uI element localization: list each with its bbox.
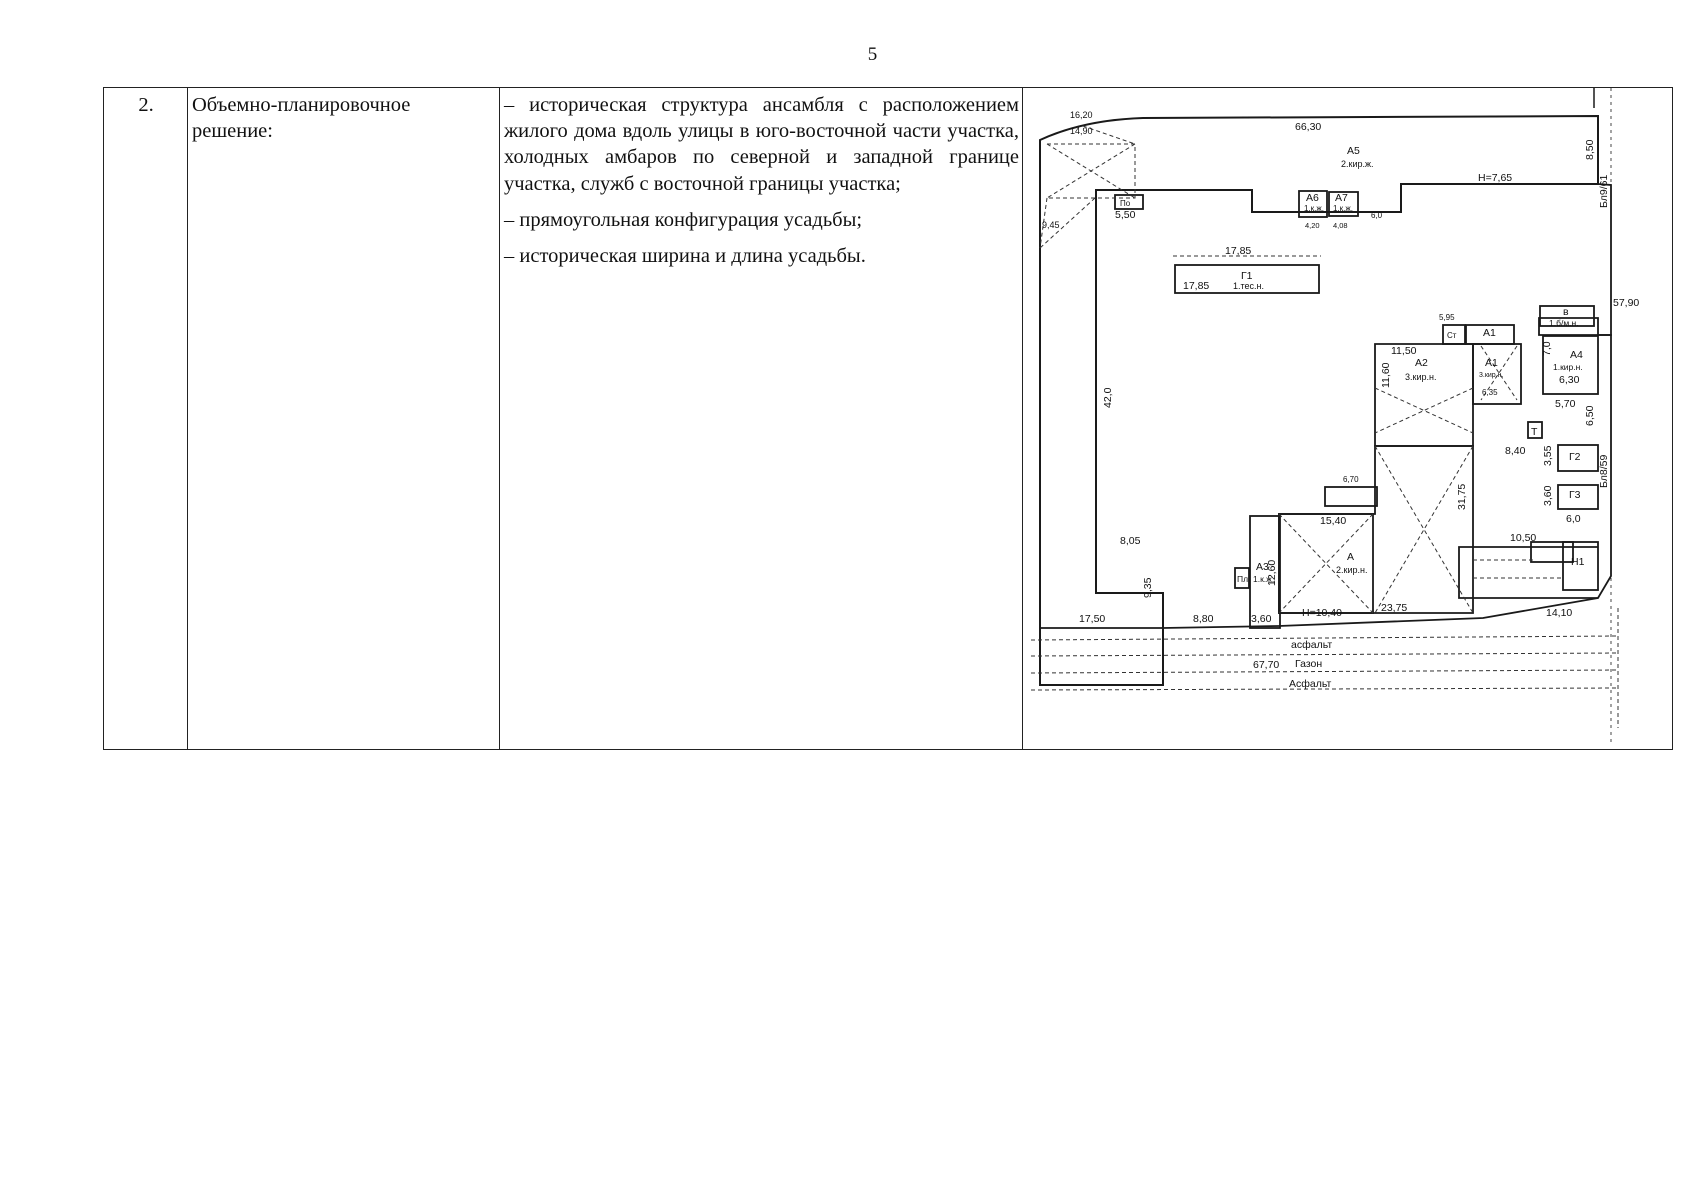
- dimension-label: 67,70: [1253, 659, 1279, 671]
- building-label-a5: А5: [1347, 145, 1360, 157]
- building-label-a: А: [1347, 551, 1354, 563]
- document-table: 2. Объемно-планировочное решение: – исто…: [103, 87, 1673, 750]
- description-cell: – историческая структура ансамбля с расп…: [499, 87, 1023, 750]
- building-type-a2: 3.кир.н.: [1405, 372, 1436, 382]
- dimension-label: 17,85: [1225, 245, 1251, 257]
- building-label-a2: А2: [1415, 357, 1428, 369]
- building-label-t: Т: [1531, 426, 1538, 438]
- dimension-label: 8,05: [1120, 535, 1141, 547]
- dimension-label: 10,50: [1510, 532, 1536, 544]
- dimension-label: 5,50: [1115, 209, 1136, 221]
- dimension-label: Н=10,40: [1302, 607, 1342, 619]
- dimension-label: 3,60: [1542, 485, 1554, 506]
- dimension-label: 9,45: [1042, 220, 1060, 230]
- building-label-a3: А3: [1256, 561, 1269, 573]
- building-label-st: Ст: [1447, 331, 1457, 340]
- dimension-label: 6,35: [1482, 388, 1498, 397]
- building-type-a3: 1.к.ж.: [1253, 574, 1274, 584]
- building-label-a4: А4: [1570, 349, 1583, 361]
- dimension-label: Н=7,65: [1478, 172, 1512, 184]
- building-type-a7: 1.к.ж.: [1333, 204, 1353, 213]
- building-label-n1: Н1: [1571, 556, 1585, 568]
- building-type-a5: 2.кир.ж.: [1341, 159, 1374, 169]
- description-bullet: – историческая структура ансамбля с расп…: [504, 94, 1019, 195]
- building-label-g3: Г3: [1569, 489, 1581, 501]
- dimension-label: 5,70: [1555, 398, 1576, 410]
- building-label-po: По: [1120, 199, 1131, 208]
- building-label-g2: Г2: [1569, 451, 1581, 463]
- dimension-label: 9,35: [1142, 577, 1154, 598]
- dimension-label: 3,55: [1542, 445, 1554, 466]
- dimension-label: 16,20: [1070, 110, 1093, 120]
- site-plan-cell: А5 2.кир.ж. А6 1.к.ж. А7 1.к.ж. По Г1 1.…: [1022, 87, 1673, 750]
- building-label-pl: Пл: [1237, 574, 1248, 584]
- dimension-label: 4,20: [1305, 221, 1320, 230]
- dimension-label: 14,90: [1070, 126, 1093, 136]
- dimension-label: 4,08: [1333, 221, 1348, 230]
- building-type-a1: 3.кир.н.: [1479, 372, 1504, 379]
- description-bullet: – историческая ширина и длина усадьбы.: [504, 245, 866, 268]
- row-number: 2.: [103, 87, 188, 750]
- dimension-label: 6,0: [1566, 513, 1581, 525]
- street-label: Асфальт: [1289, 678, 1332, 690]
- table-row: 2. Объемно-планировочное решение: – исто…: [103, 87, 1673, 750]
- dimension-label: 15,40: [1320, 515, 1346, 527]
- dimension-label: 57,90: [1613, 297, 1639, 309]
- building-label-a1b: А1: [1483, 327, 1496, 339]
- dimension-label: 6,50: [1584, 405, 1596, 426]
- site-plan-drawing: А5 2.кир.ж. А6 1.к.ж. А7 1.к.ж. По Г1 1.…: [1030, 88, 1639, 745]
- street-label: Бл8/59: [1598, 455, 1610, 488]
- dimension-label: 8,50: [1584, 139, 1596, 160]
- section-title: Объемно-планировочное решение:: [187, 87, 500, 750]
- dimension-label: 11,60: [1380, 362, 1392, 388]
- dimension-label: 7,0: [1541, 341, 1553, 356]
- street-label: Газон: [1295, 658, 1322, 670]
- building-type-b: 1.б/м.н.: [1549, 318, 1579, 328]
- building-label-a1: А1: [1485, 357, 1498, 369]
- dimension-label: 14,10: [1546, 607, 1572, 619]
- building-type-a: 2.кир.н.: [1336, 565, 1367, 575]
- dimension-label: 5,95: [1439, 313, 1455, 322]
- dimension-label: 6,70: [1343, 475, 1359, 484]
- dimension-label: 66,30: [1295, 121, 1321, 133]
- dimension-label: 3,60: [1251, 613, 1272, 625]
- building-type-g1: 1.тес.н.: [1233, 281, 1264, 291]
- description-bullet: – прямоугольная конфигурация усадьбы;: [504, 208, 863, 231]
- street-label: асфальт: [1291, 639, 1332, 651]
- building-label-a6: А6: [1306, 192, 1319, 204]
- dimension-label: 17,85: [1183, 280, 1209, 292]
- dimension-label: 11,50: [1391, 345, 1417, 357]
- building-type-a4: 1.кир.н.: [1553, 362, 1583, 372]
- building-type-a6: 1.к.ж.: [1304, 204, 1324, 213]
- building-label-b: в: [1563, 306, 1569, 318]
- building-label-a7: А7: [1335, 192, 1348, 204]
- dimension-label: 6,30: [1559, 374, 1580, 386]
- dimension-label: 31,75: [1456, 484, 1468, 510]
- dimension-label: 8,40: [1505, 445, 1526, 457]
- dimension-label: 8,80: [1193, 613, 1214, 625]
- dimension-label: 12,60: [1266, 560, 1278, 586]
- building-label-g1: Г1: [1241, 270, 1253, 282]
- dimension-label: 42,0: [1102, 387, 1114, 408]
- dimension-label: 23,75: [1381, 602, 1407, 614]
- dimension-label: 17,50: [1079, 613, 1105, 625]
- dimension-label: 6,0: [1371, 211, 1383, 220]
- street-label: Бл9/61: [1598, 175, 1610, 208]
- page-number: 5: [867, 44, 878, 65]
